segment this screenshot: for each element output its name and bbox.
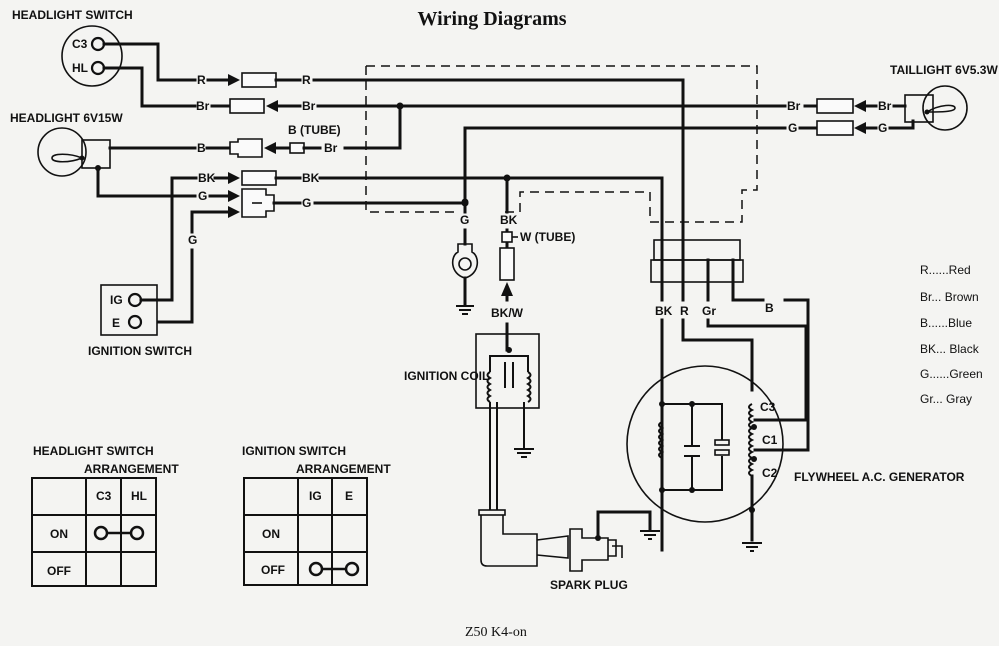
wire-label-g: G [878,121,887,135]
tap-c3: C3 [760,400,776,414]
row-label: OFF [47,564,71,578]
ignition-switch-label: IGNITION SWITCH [88,344,192,358]
ignition-coil-label: IGNITION COIL [404,369,489,383]
model-footer: Z50 K4-on [465,625,527,640]
harness-outline [366,65,758,223]
wire-label-br: Br [324,141,338,155]
terminal-hl: HL [72,61,88,75]
wire-label-br: Br [787,99,801,113]
flywheel-generator: C3 C1 C2 FLYWHEEL A.C. GENERATOR [626,365,965,552]
connector [241,72,277,88]
row-label: ON [262,527,280,541]
wire-label-gr: Gr [702,304,716,318]
legend-color: Black [949,342,979,356]
legend-code: Br... [920,290,941,304]
svg-text:B......Blue: B......Blue [920,316,972,330]
tube-connector [501,231,513,243]
wire-label-r: R [680,304,689,318]
terminal-e: E [112,316,120,330]
legend-code: BK... [920,342,946,356]
headlight: HEADLIGHT 6V15W [10,111,123,177]
wire-label-br: Br [196,99,210,113]
wire-label-b-tube: B (TUBE) [288,123,341,137]
connection-mark [93,525,145,541]
headlight-switch: HEADLIGHT SWITCH C3 HL [12,8,133,87]
tap-c2: C2 [762,466,778,480]
table-subtitle: ARRANGEMENT [296,462,391,476]
wire-label-g: G [788,121,797,135]
diagram-title: Wiring Diagrams [417,8,566,30]
wire-label-g: G [198,189,207,203]
legend-code: B...... [920,316,948,330]
wire-label-bk: BK [500,213,518,227]
legend-code: Gr... [920,392,943,406]
wire-label-bk: BK [302,171,320,185]
wire-label-w-tube: W (TUBE) [520,230,575,244]
column-header: IG [309,489,322,503]
connection-mark [308,561,360,577]
legend-color: Brown [945,290,979,304]
spark-plug-label: SPARK PLUG [550,578,628,592]
tap-c1: C1 [762,433,778,447]
wire-label-br: Br [302,99,316,113]
legend-code: R...... [920,263,949,277]
legend-code: G...... [920,367,949,381]
wire-label-g: G [188,233,197,247]
wire-label-r: R [197,73,206,87]
spark-plug: SPARK PLUG [478,509,660,592]
wire-label-br: Br [878,99,892,113]
wire-label-g: G [302,196,311,210]
legend-color: Blue [948,316,972,330]
column-header: C3 [96,489,112,503]
row-label: ON [50,527,68,541]
headlight-switch-label: HEADLIGHT SWITCH [12,8,133,22]
wire-label-bk: BK [198,171,216,185]
ignition-coil: IGNITION COIL [404,333,540,510]
wire-label-r: R [302,73,311,87]
wire-label-bkw: BK/W [491,306,524,320]
ignition-switch: IG E IGNITION SWITCH [88,284,192,358]
tube-connector [289,142,305,154]
svg-text:BK... Black: BK... Black [920,342,980,356]
row-label: OFF [261,563,285,577]
table-title: HEADLIGHT SWITCH [33,444,154,458]
wire-label-bk: BK [655,304,673,318]
svg-text:Gr... Gray: Gr... Gray [920,392,972,406]
wire-label-b: B [197,141,206,155]
legend-color: Green [949,367,982,381]
harness-outline-left [365,66,455,213]
svg-text:G......Green: G......Green [920,367,983,381]
legend-color: Red [949,263,971,277]
terminal-ig: IG [110,293,123,307]
terminal-c3: C3 [72,37,88,51]
svg-text:Br... Brown: Br... Brown [920,290,979,304]
taillight: TAILLIGHT 6V5.3W [890,63,998,131]
svg-text:R......Red: R......Red [920,263,971,277]
color-legend: R......Red Br... Brown B......Blue BK...… [920,263,983,406]
taillight-label: TAILLIGHT 6V5.3W [890,63,998,77]
column-header: HL [131,489,147,503]
ignition-switch-arrangement-table: IGNITION SWITCH ARRANGEMENT IG E ON OFF [242,444,391,586]
table-subtitle: ARRANGEMENT [84,462,179,476]
table-title: IGNITION SWITCH [242,444,346,458]
column-header: E [345,489,353,503]
legend-color: Gray [946,392,972,406]
wire-label-b: B [765,301,774,315]
headlight-label: HEADLIGHT 6V15W [10,111,123,125]
wire-label-g: G [460,213,469,227]
headlight-switch-arrangement-table: HEADLIGHT SWITCH ARRANGEMENT C3 HL ON OF… [31,444,179,587]
generator-label: FLYWHEEL A.C. GENERATOR [794,470,965,484]
indicator-lamp [451,228,479,315]
